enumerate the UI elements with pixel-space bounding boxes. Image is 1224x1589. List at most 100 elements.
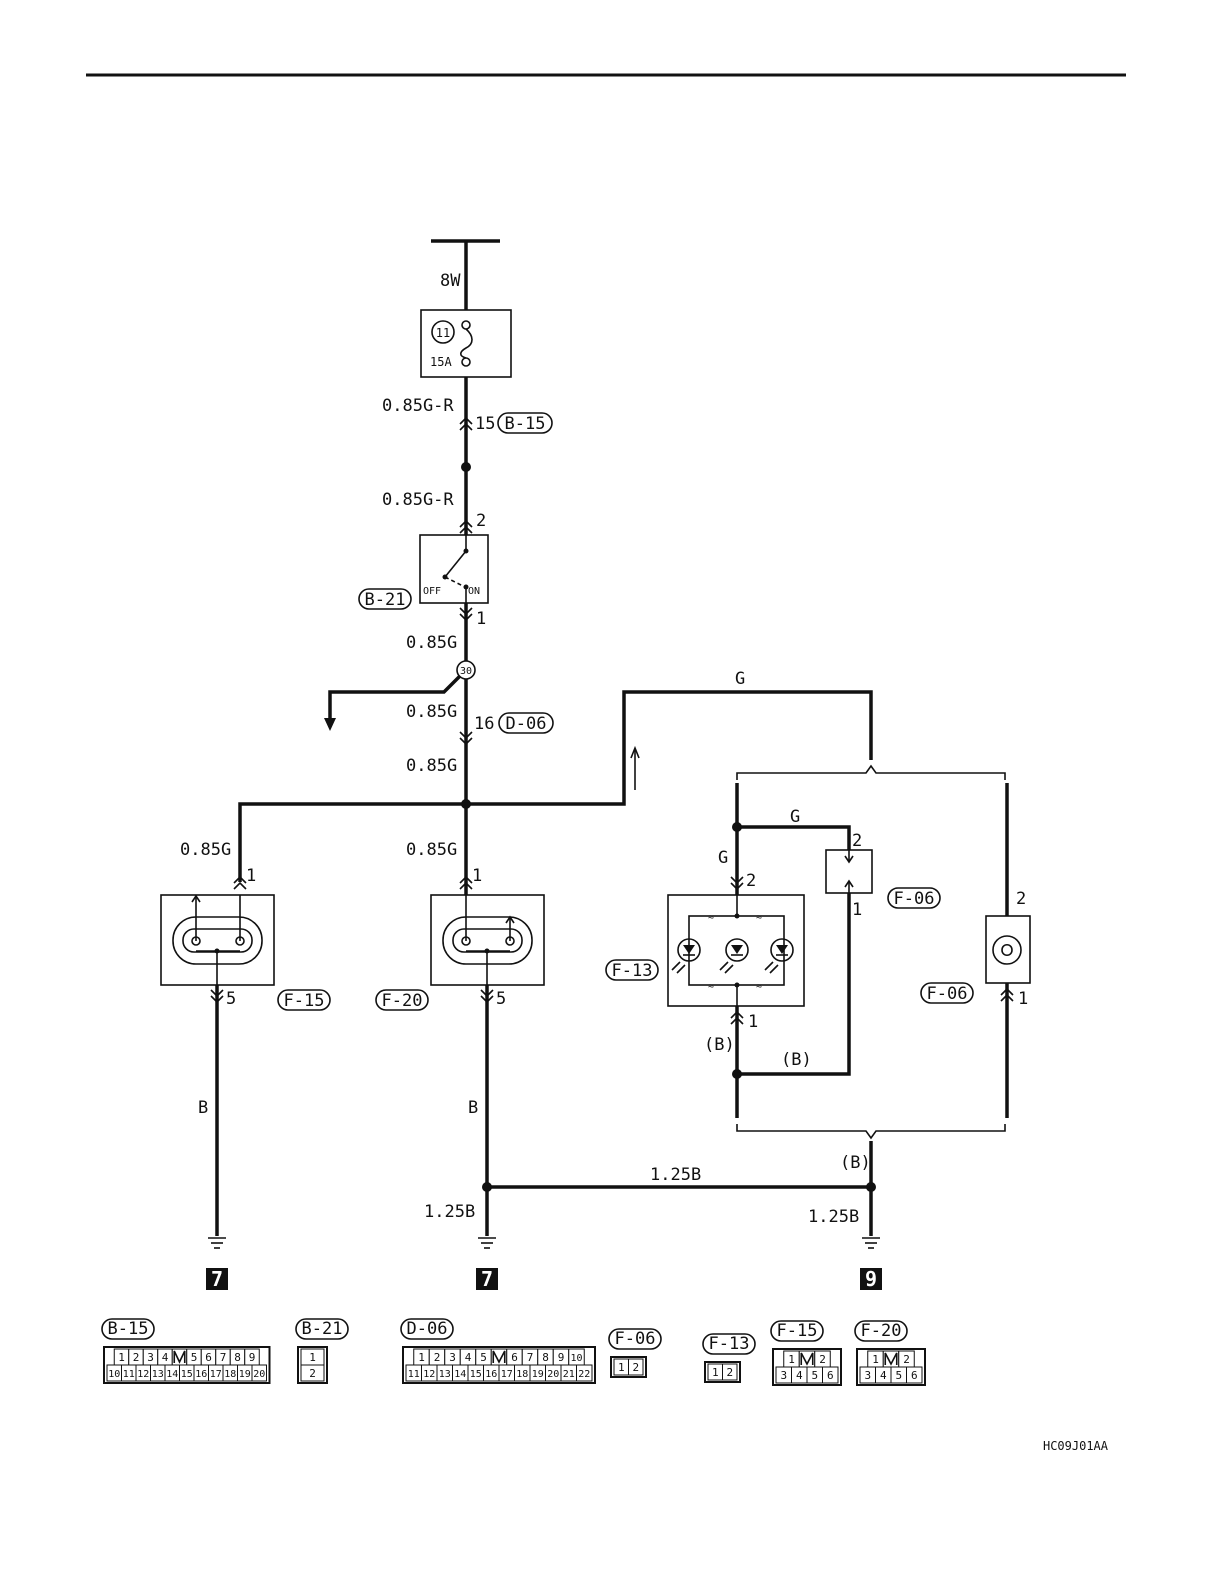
flow-arrow-head — [630, 745, 640, 759]
wire-label-b-f20: B — [468, 1098, 478, 1118]
bracket-bottom — [736, 1124, 1006, 1140]
switch-off-label: OFF — [423, 586, 441, 597]
svg-text:F-20: F-20 — [382, 991, 423, 1011]
legend-pin-cell — [300, 1364, 325, 1382]
wire-label-b-paren-left: (B) — [704, 1035, 735, 1055]
legend-key-mark — [492, 1350, 506, 1364]
svg-text:7: 7 — [481, 1267, 493, 1291]
legend-pin-number: 2 — [819, 1353, 826, 1366]
connector-arrow — [233, 875, 247, 890]
connector-arrow — [459, 519, 473, 534]
legend-pin-number: 11 — [408, 1369, 420, 1380]
ground-badge: 7 — [476, 1267, 498, 1291]
legend-pin-number: 3 — [780, 1369, 787, 1382]
wire-label-g-vert: G — [718, 848, 728, 868]
pin-f20-bottom: 5 — [496, 989, 506, 1009]
legend-pin-number: 18 — [224, 1369, 236, 1380]
pin-f13-bottom: 1 — [748, 1012, 758, 1032]
pin-d06: 16 — [474, 714, 494, 734]
legend-pin-number: 17 — [501, 1369, 513, 1380]
legend-pin-number: 15 — [470, 1369, 482, 1380]
svg-text:≈: ≈ — [708, 981, 714, 992]
legend-pin-number: 1 — [712, 1366, 719, 1379]
wire-label-b-paren-right: (B) — [840, 1153, 871, 1173]
legend-pin-cell — [576, 1364, 593, 1382]
wire-label-w5: 0.85G — [406, 756, 457, 776]
ground-badge: 9 — [860, 1267, 882, 1291]
legend-pin-number: 1 — [788, 1353, 795, 1366]
wire-label-g-branch: G — [790, 807, 800, 827]
wire-label-ground-left: 1.25B — [424, 1202, 475, 1222]
legend-label: B-15 — [108, 1319, 149, 1339]
legend-pin-cell — [822, 1366, 839, 1384]
legend-pin-number: 1 — [872, 1353, 879, 1366]
splice-dot — [866, 1182, 876, 1192]
legend-pin-number: 12 — [423, 1369, 435, 1380]
legend-pin-number: 3 — [449, 1351, 456, 1364]
svg-text:≈: ≈ — [756, 912, 762, 923]
legend-pin-number: 20 — [547, 1369, 559, 1380]
legend-pin-number: 11 — [123, 1369, 135, 1380]
connector-arrow — [459, 416, 473, 431]
svg-text:B-15: B-15 — [505, 414, 546, 434]
legend-pin-number: 3 — [864, 1369, 871, 1382]
legend-pin-number: 20 — [253, 1369, 265, 1380]
wire-label-ground-h: 1.25B — [650, 1165, 701, 1185]
splice-dot — [482, 1182, 492, 1192]
connector-arrow — [730, 876, 744, 891]
fuse-box: 11 15A — [420, 309, 512, 378]
wire-label-top-g: G — [735, 669, 745, 689]
svg-text:D-06: D-06 — [506, 714, 547, 734]
legend-pin-number: 8 — [234, 1351, 241, 1364]
connector-tag-f15: F-15 — [277, 989, 331, 1011]
fuse-rating: 15A — [430, 355, 452, 369]
legend-pin-cell — [251, 1364, 267, 1382]
legend-pin-number: 21 — [563, 1369, 575, 1380]
connector-tag-f06b: F-06 — [920, 982, 974, 1004]
svg-text:F-06: F-06 — [894, 889, 935, 909]
legend-pin-number: 6 — [827, 1369, 834, 1382]
component-f06a — [825, 849, 873, 894]
legend-pin-number: 4 — [880, 1369, 887, 1382]
legend-label: F-06 — [615, 1329, 656, 1349]
legend-pin-number: 6 — [205, 1351, 212, 1364]
legend-pin-number: 13 — [439, 1369, 451, 1380]
connector-tag-d06: D-06 — [498, 712, 554, 734]
pin-b15: 15 — [475, 414, 495, 434]
legend-pin-number: 2 — [726, 1366, 733, 1379]
legend-label: B-21 — [302, 1319, 343, 1339]
legend-pin-number: 9 — [249, 1351, 256, 1364]
pin-f15-top: 1 — [246, 866, 256, 886]
legend-pin-number: 13 — [152, 1369, 164, 1380]
ground-badge: 7 — [206, 1267, 228, 1291]
connector-tag-f06a: F-06 — [887, 887, 941, 909]
legend-pin-number: 4 — [465, 1351, 472, 1364]
legend-pin-number: 1 — [309, 1351, 316, 1364]
svg-text:≈: ≈ — [708, 912, 714, 923]
legend-key-mark — [800, 1352, 814, 1366]
lamp-f20 — [430, 894, 545, 986]
legend-pin-number: 7 — [220, 1351, 227, 1364]
connector-tag-b21: B-21 — [358, 588, 412, 610]
legend-pin-number: 2 — [133, 1351, 140, 1364]
legend-pin-number: 2 — [309, 1367, 316, 1380]
legend-pin-number: 1 — [118, 1351, 125, 1364]
legend-key-mark — [884, 1352, 898, 1366]
legend-pin-number: 16 — [195, 1369, 207, 1380]
legend-pin-number: 10 — [570, 1353, 582, 1364]
legend-pin-number: 1 — [618, 1361, 625, 1374]
legend-pin-number: 22 — [578, 1369, 590, 1380]
legend-pin-number: 14 — [166, 1369, 178, 1380]
branch-arrow-wire — [328, 674, 462, 727]
diagram-code: HC09J01AA — [1043, 1439, 1109, 1453]
wire-label-8w: 8W — [440, 271, 461, 291]
legend-b-21: B-21 1 2 — [295, 1318, 349, 1384]
legend-pin-number: 2 — [434, 1351, 441, 1364]
connector-tag-f20: F-20 — [375, 989, 429, 1011]
bracket-top — [736, 764, 1006, 780]
legend-pin-number: 5 — [811, 1369, 818, 1382]
legend-pin-number: 6 — [511, 1351, 518, 1364]
